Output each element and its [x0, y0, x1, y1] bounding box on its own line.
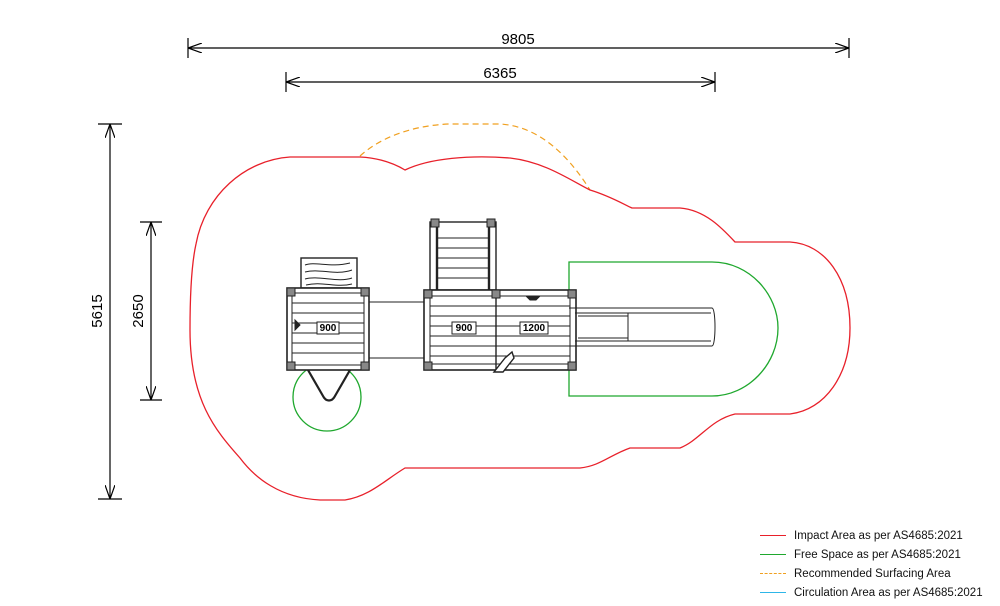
legend-swatch [760, 573, 786, 574]
dimension-equipment-width-label: 6365 [483, 65, 516, 82]
dimension-equipment-depth-label: 2650 [130, 294, 147, 327]
legend-item: Free Space as per AS4685:2021 [760, 545, 996, 564]
legend-label: Recommended Surfacing Area [794, 567, 951, 580]
legend-swatch [760, 592, 786, 593]
legend-label: Free Space as per AS4685:2021 [794, 548, 961, 561]
play-equipment: 900 [286, 218, 716, 402]
main-platform: 900 1200 [423, 289, 577, 373]
legend-item: Circulation Area as per AS4685:2021 [760, 583, 996, 602]
left-top-panel [300, 257, 358, 289]
legend-label: Impact Area as per AS4685:2021 [794, 529, 963, 542]
legend-swatch [760, 554, 786, 555]
legend-label: Circulation Area as per AS4685:2021 [794, 586, 983, 599]
dimension-overall-depth-label: 5615 [89, 294, 106, 327]
top-climber [429, 218, 497, 291]
left-platform-height-label: 900 [320, 323, 337, 334]
center-platform-height-label: 900 [456, 323, 473, 334]
dimension-overall-width: 9805 [187, 31, 850, 58]
dimension-equipment-depth: 2650 [130, 221, 162, 401]
impact-area-outline [189, 156, 851, 501]
left-platform: 900 [286, 287, 370, 371]
free-space-ladder-circle [292, 362, 362, 432]
slide [569, 307, 716, 347]
free-space-slide-outline [568, 261, 779, 397]
legend-swatch [760, 535, 786, 536]
left-ladder [307, 369, 351, 402]
right-platform-height-label: 1200 [523, 323, 546, 334]
connecting-bridge [369, 301, 424, 359]
dimension-equipment-width: 6365 [285, 65, 716, 92]
dimension-overall-width-label: 9805 [501, 31, 534, 48]
dimension-overall-depth: 5615 [89, 123, 122, 500]
legend-item: Recommended Surfacing Area [760, 564, 996, 583]
legend-item: Impact Area as per AS4685:2021 [760, 526, 996, 545]
recommended-surfacing-outline [359, 123, 591, 191]
